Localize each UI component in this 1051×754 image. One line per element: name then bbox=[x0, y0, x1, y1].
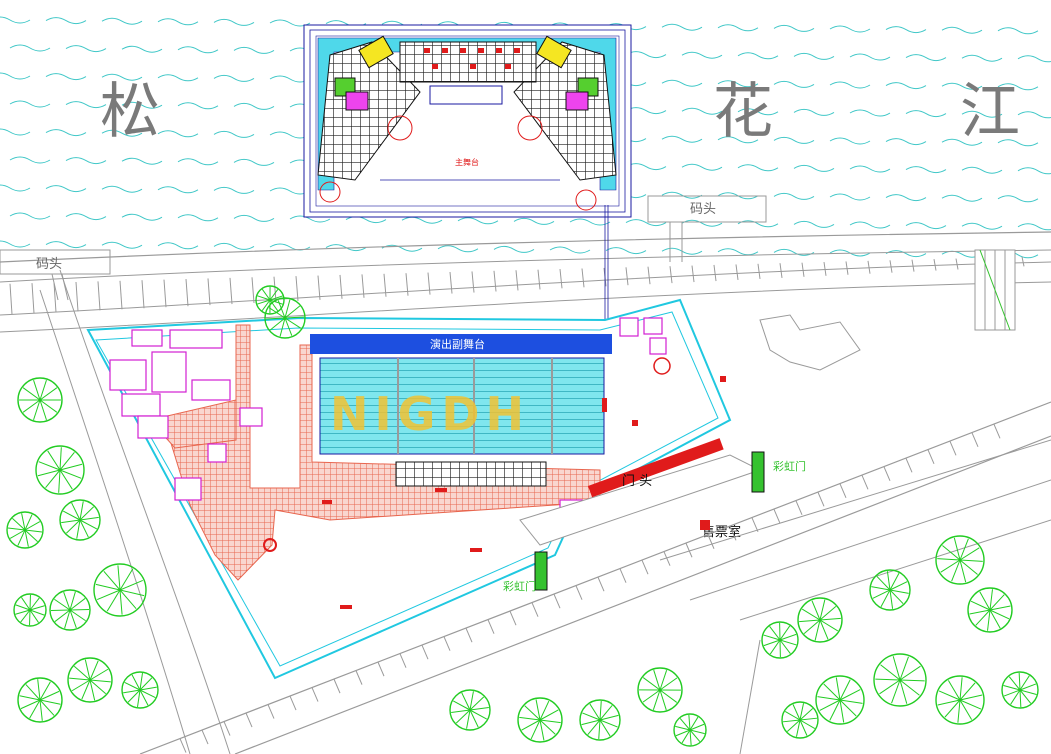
rainbow-gate-left-label: 彩虹门 bbox=[503, 579, 536, 593]
tree-icon bbox=[67, 657, 113, 703]
svg-text:NIGDH: NIGDH bbox=[330, 387, 530, 441]
stairs-right bbox=[974, 249, 1016, 331]
tree-icon bbox=[449, 689, 491, 731]
riverside-road bbox=[0, 231, 1051, 333]
tree-icon bbox=[797, 597, 843, 643]
tree-icon bbox=[59, 499, 101, 541]
river-char-3: 江 bbox=[960, 77, 1020, 147]
tree-icon bbox=[761, 621, 799, 659]
trees bbox=[6, 285, 1039, 747]
river-char-2: 花 bbox=[713, 77, 773, 147]
tree-icon bbox=[121, 671, 159, 709]
gate-head-label: 门 头 bbox=[622, 474, 652, 489]
secondary-stage: 演出副舞台 bbox=[310, 334, 612, 354]
river-char-1: 松 bbox=[100, 77, 160, 147]
tree-icon bbox=[17, 377, 63, 423]
tree-icon bbox=[873, 653, 927, 707]
tree-icon bbox=[673, 713, 707, 747]
tree-icon bbox=[49, 589, 91, 631]
main-stage-label: 主舞台 bbox=[455, 157, 479, 167]
audience-seating: NIGDH bbox=[319, 357, 605, 487]
main-road bbox=[39, 269, 1051, 754]
tree-icon bbox=[781, 701, 819, 739]
tree-icon bbox=[935, 535, 985, 585]
pier-right: 码头 bbox=[647, 195, 767, 262]
tree-icon bbox=[637, 667, 683, 713]
tree-icon bbox=[579, 699, 621, 741]
rainbow-gate-right: 彩虹门 bbox=[751, 451, 806, 493]
main-stage-plan: 主舞台 bbox=[303, 24, 632, 340]
site-markers bbox=[263, 357, 726, 609]
rainbow-gate-right-label: 彩虹门 bbox=[773, 459, 806, 473]
tree-icon bbox=[255, 285, 285, 315]
tree-icon bbox=[13, 593, 47, 627]
tree-icon bbox=[93, 563, 147, 617]
tree-icon bbox=[35, 445, 85, 495]
tree-icon bbox=[935, 675, 985, 725]
tree-icon bbox=[869, 569, 911, 611]
rainbow-gate-left: 彩虹门 bbox=[503, 551, 548, 593]
tree-icon bbox=[17, 677, 63, 723]
pier-left-label: 码头 bbox=[36, 257, 62, 272]
pier-right-label: 码头 bbox=[690, 202, 716, 217]
tree-icon bbox=[1001, 671, 1039, 709]
tree-icon bbox=[967, 587, 1013, 633]
tree-icon bbox=[517, 697, 563, 743]
tree-icon bbox=[815, 675, 865, 725]
tree-icon bbox=[6, 511, 44, 549]
secondary-stage-label: 演出副舞台 bbox=[430, 337, 485, 351]
building-outline bbox=[759, 314, 861, 371]
